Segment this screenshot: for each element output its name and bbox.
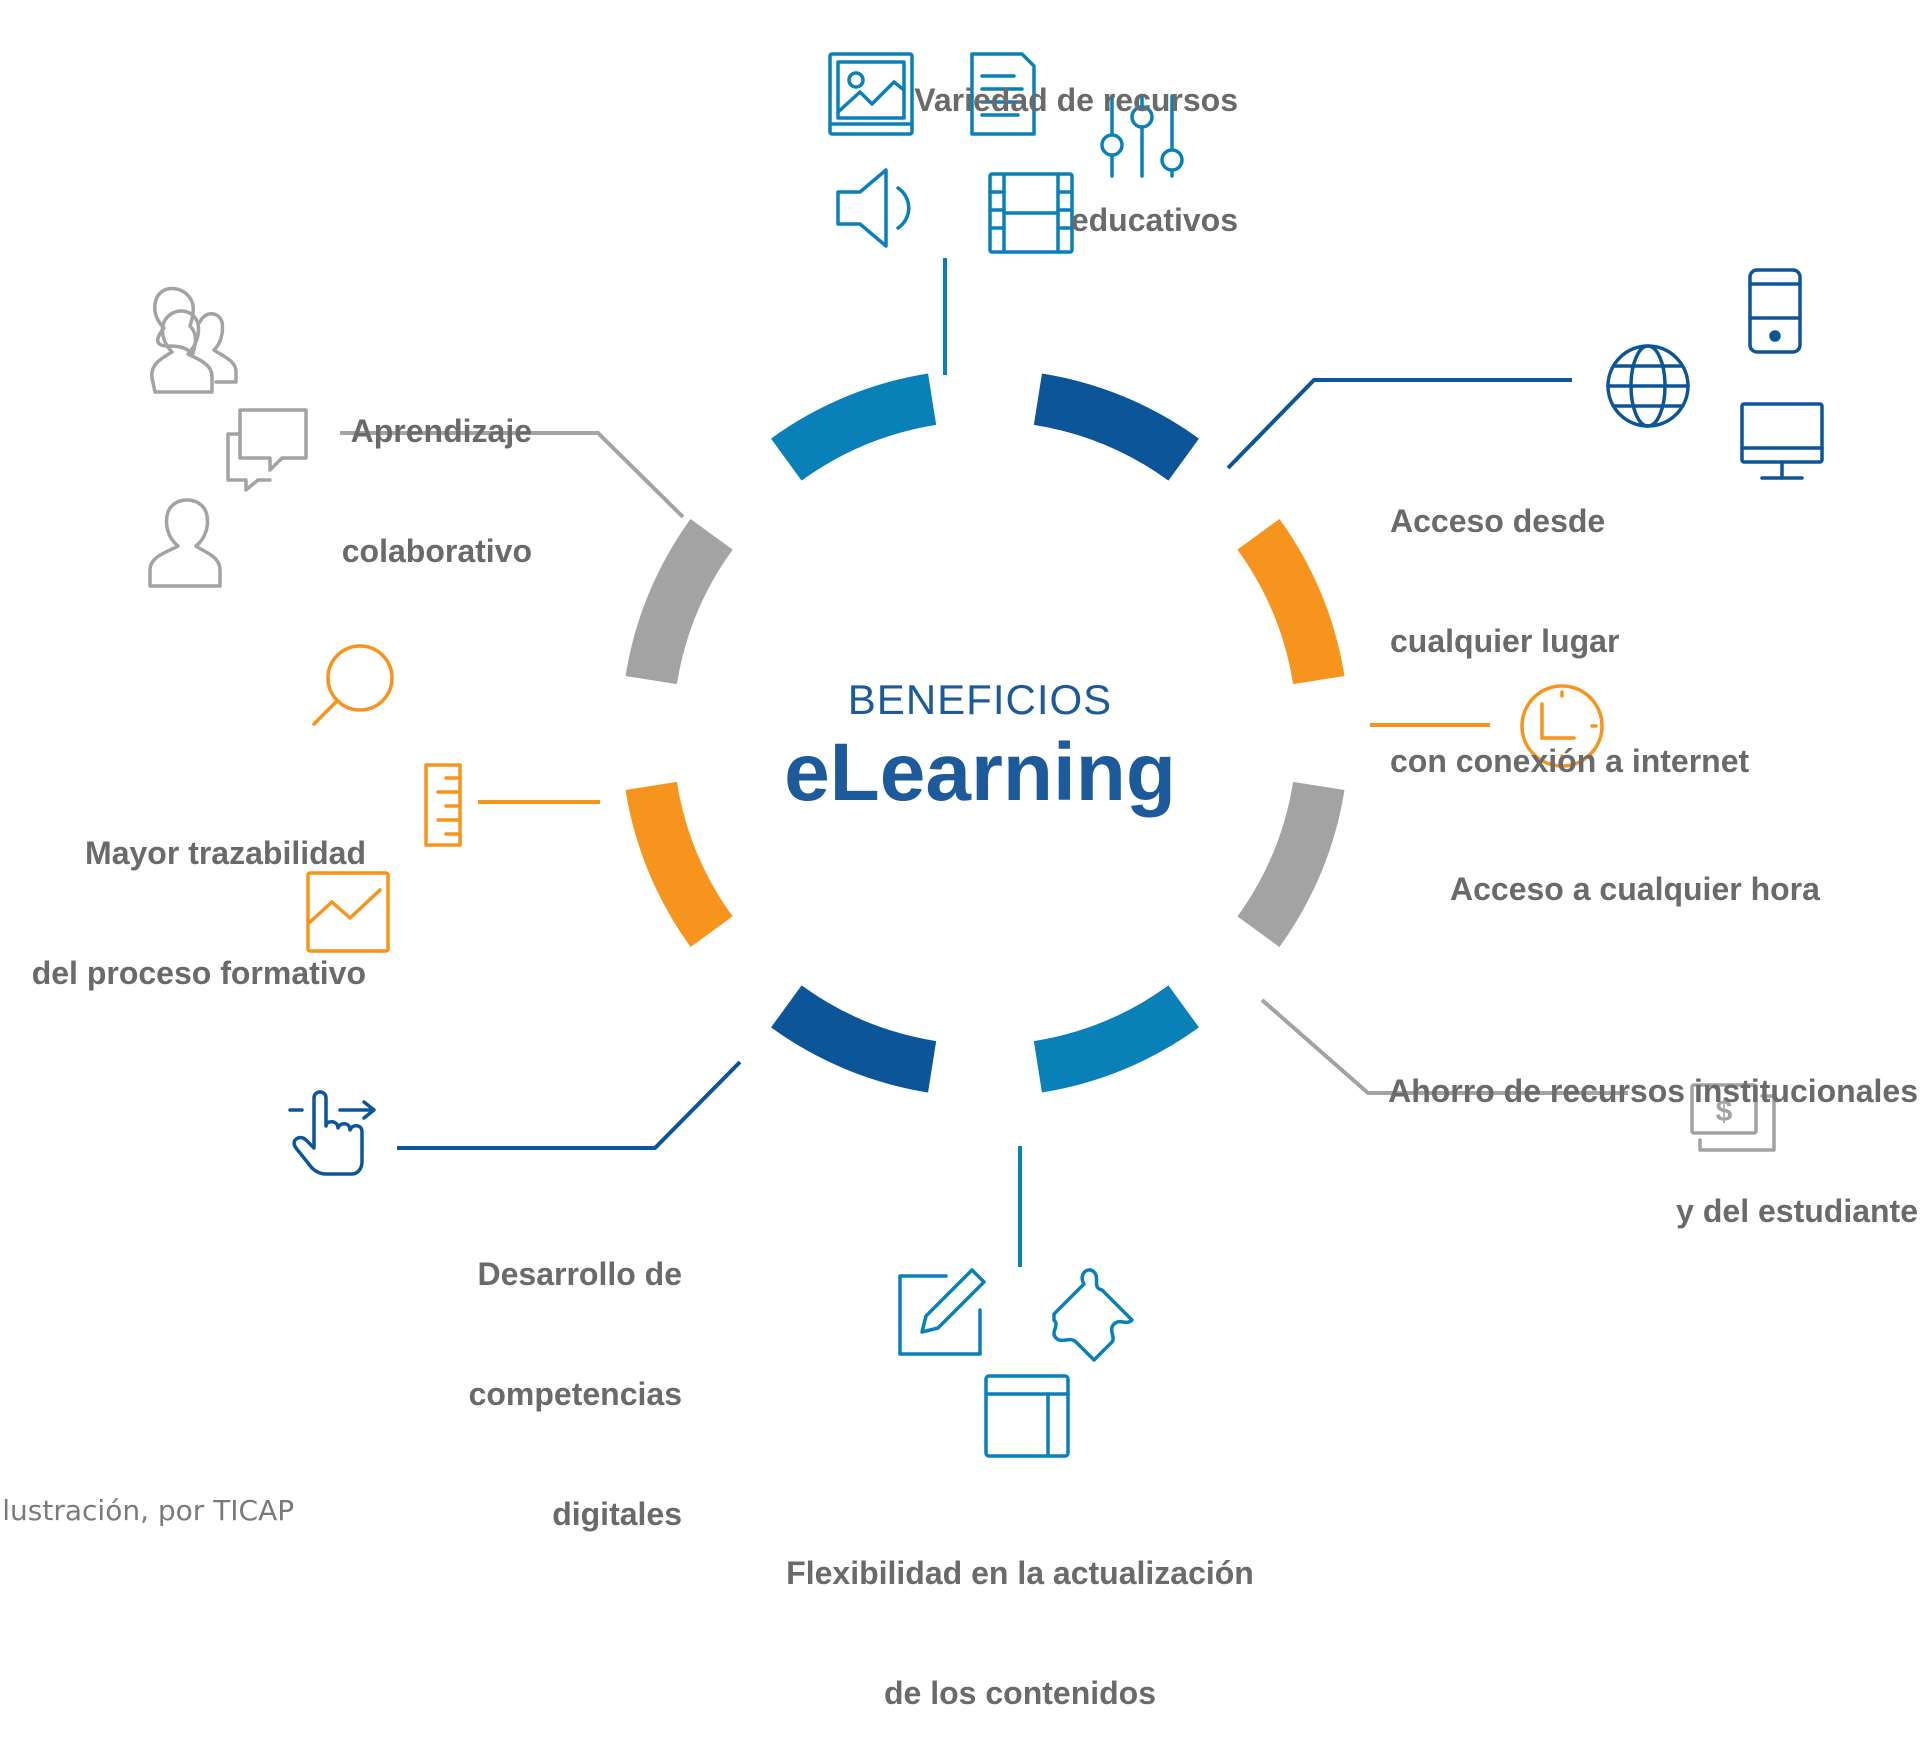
- ring-segment-ahorro: [1237, 781, 1345, 947]
- label-line: Aprendizaje: [350, 413, 532, 449]
- svg-text:$: $: [1716, 1095, 1733, 1128]
- label-trazabilidad: Mayor trazabilidad del proceso formativo: [32, 753, 366, 1033]
- ring: [625, 373, 1345, 1093]
- money-icon: $: [1690, 1083, 1776, 1152]
- connector-desarrollo: [397, 1060, 742, 1150]
- film-icon: [988, 172, 1074, 254]
- clock-icon: [1520, 684, 1604, 768]
- connector-ahorro: [1260, 998, 1628, 1095]
- label-acceso-lugar: Acceso desde cualquier lugar con conexió…: [1390, 421, 1749, 821]
- ruler-icon: [424, 763, 462, 847]
- ring-segment-flexibilidad: [1033, 985, 1199, 1093]
- label-line: colaborativo: [341, 533, 532, 569]
- label-line: de los contenidos: [883, 1675, 1157, 1711]
- image-icon: [828, 52, 914, 136]
- ring-segment-acceso-lugar: [1033, 373, 1199, 481]
- speaker-icon: [836, 168, 911, 248]
- edit-icon: [898, 1268, 986, 1356]
- label-variedad: Variedad de recursos educativos: [914, 0, 1238, 280]
- layout-icon: [984, 1374, 1070, 1458]
- label-flexibilidad: Flexibilidad en la actualización de los …: [720, 1473, 1320, 1753]
- label-line: Desarrollo de: [477, 1256, 682, 1292]
- ring-segment-trazabilidad: [625, 781, 733, 947]
- chart-icon: [306, 871, 390, 953]
- connectors: [340, 258, 1628, 1267]
- monitor-icon: [1740, 402, 1824, 480]
- label-line: educativos: [1070, 202, 1238, 238]
- label-colaborativo: Aprendizaje colaborativo: [342, 331, 532, 611]
- label-line: Acceso a cualquier hora: [1450, 871, 1820, 907]
- chat-icon: [226, 408, 308, 492]
- globe-icon: [1606, 344, 1690, 428]
- connector-acceso-lugar: [1226, 378, 1572, 470]
- ring-segment-colaborativo: [625, 519, 733, 685]
- users-icon: [150, 286, 238, 394]
- user-icon: [148, 498, 222, 588]
- label-line: Flexibilidad en la actualización: [786, 1555, 1254, 1591]
- ring-segment-desarrollo: [771, 985, 937, 1093]
- label-acceso-hora: Acceso a cualquier hora: [1450, 789, 1820, 949]
- label-ahorro: Ahorro de recursos institucionales y del…: [1388, 991, 1918, 1271]
- label-desarrollo: Desarrollo de competencias digitales: [469, 1174, 682, 1574]
- label-line: digitales: [552, 1496, 682, 1532]
- document-icon: [970, 52, 1036, 136]
- ring-segment-variedad: [771, 373, 937, 481]
- swipe-hand-icon: [288, 1090, 376, 1176]
- label-line: cualquier lugar: [1390, 623, 1620, 659]
- magnifier-icon: [312, 644, 394, 726]
- label-line: competencias: [468, 1376, 682, 1412]
- label-line: Mayor trazabilidad: [85, 835, 366, 871]
- center-title: eLearning: [784, 727, 1176, 818]
- connector-colaborativo: [340, 431, 685, 519]
- credit: Ilustración, por TICAP: [0, 1494, 295, 1527]
- label-line: Ahorro de recursos institucionales: [1388, 1073, 1918, 1109]
- puzzle-icon: [1052, 1268, 1134, 1362]
- label-line: Variedad de recursos: [914, 82, 1238, 118]
- ring-segment-acceso-hora: [1237, 519, 1345, 685]
- smartphone-icon: [1748, 268, 1802, 354]
- label-line: con conexión a internet: [1390, 743, 1750, 779]
- label-line: Acceso desde: [1390, 503, 1606, 539]
- sliders-icon: [1100, 94, 1184, 178]
- benefits-wheel: $: [148, 52, 1824, 1458]
- label-line: del proceso formativo: [31, 955, 366, 991]
- label-line: y del estudiante: [1676, 1193, 1918, 1229]
- center-subtitle: BENEFICIOS: [847, 676, 1113, 723]
